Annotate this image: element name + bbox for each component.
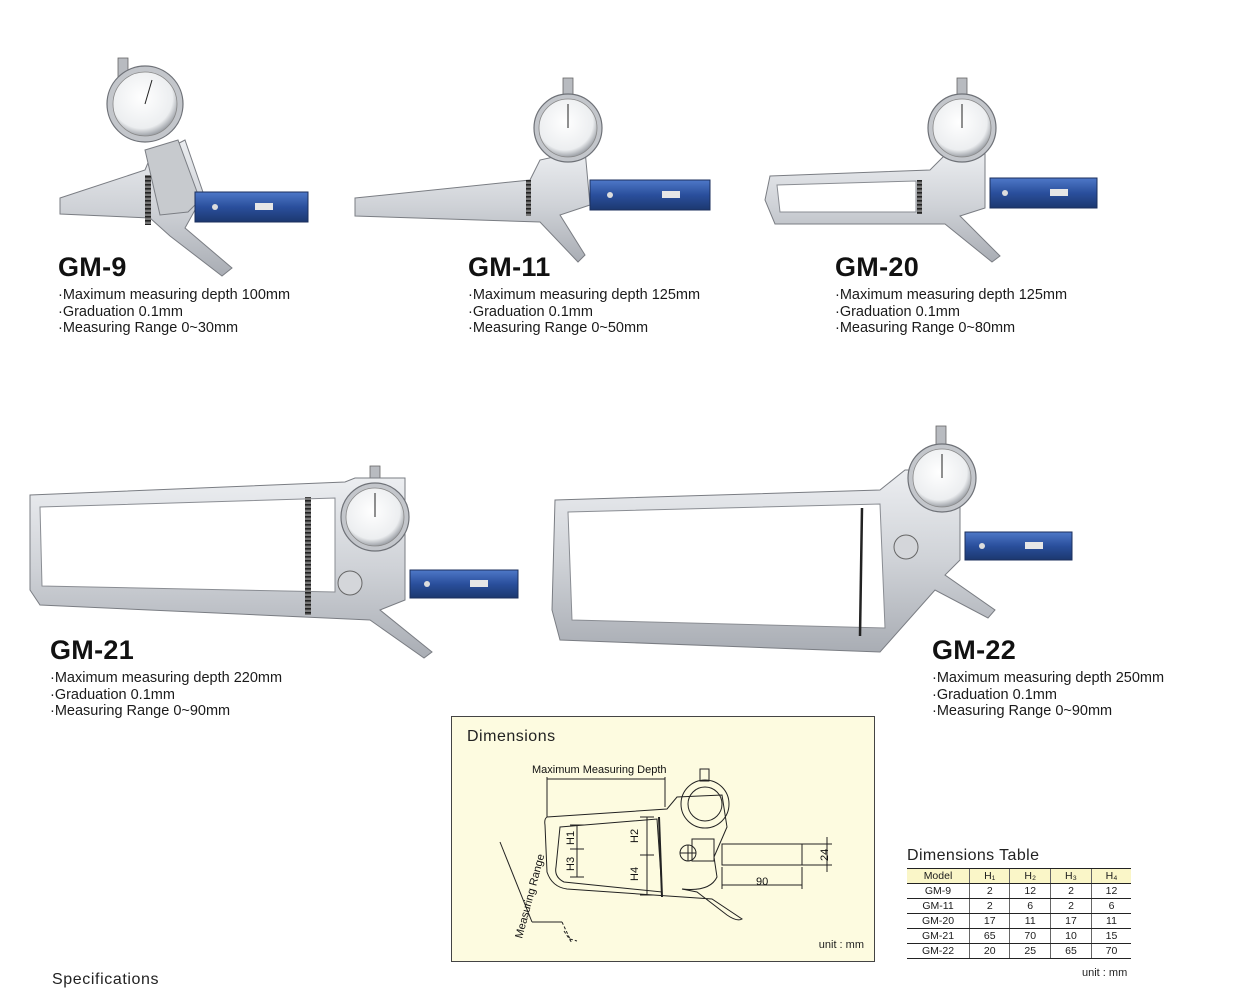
table-header-row: Model H₁ H₂ H₃ H₄ bbox=[907, 868, 1131, 884]
table-cell: 70 bbox=[1091, 943, 1131, 959]
table-cell: 6 bbox=[1091, 898, 1131, 914]
table-cell: 10 bbox=[1049, 928, 1092, 944]
spec-range: ·Measuring Range 0~90mm bbox=[50, 703, 231, 720]
table-row: GM-20 17 11 17 11 bbox=[907, 913, 1131, 929]
table-cell: 2 bbox=[1049, 883, 1092, 899]
table-cell: 20 bbox=[968, 943, 1010, 959]
table-cell: 25 bbox=[1009, 943, 1051, 959]
table-cell: GM-11 bbox=[907, 898, 970, 914]
table-row: GM-22 20 25 65 70 bbox=[907, 943, 1131, 959]
spec-graduation: ·Graduation 0.1mm bbox=[468, 303, 593, 320]
table-row: GM-11 2 6 2 6 bbox=[907, 898, 1131, 914]
table-cell: 2 bbox=[1049, 898, 1092, 914]
label-h4: H4 bbox=[629, 867, 641, 881]
spec-depth: ·Maximum measuring depth 100mm bbox=[58, 287, 291, 303]
label-measuring-range: Measuring Range bbox=[513, 853, 547, 940]
specifications-heading: Specifications bbox=[52, 971, 160, 988]
dimensions-table: Model H₁ H₂ H₃ H₄ GM-9 2 12 2 12 GM-11 2… bbox=[907, 868, 1131, 959]
product-gm20: GM-20 ·Maximum measuring depth 125mm ·Gr… bbox=[835, 252, 1067, 337]
model-name: GM-11 bbox=[468, 252, 551, 282]
label-24: 24 bbox=[819, 849, 831, 861]
spec-graduation: ·Graduation 0.1mm bbox=[50, 686, 175, 703]
dimensions-unit: unit : mm bbox=[818, 939, 864, 951]
table-cell: GM-20 bbox=[907, 913, 970, 929]
dimensions-title: Dimensions bbox=[467, 728, 556, 745]
spec-depth: ·Maximum measuring depth 220mm bbox=[50, 670, 283, 686]
table-cell: 2 bbox=[968, 883, 1010, 899]
table-header: H₂ bbox=[1009, 868, 1051, 884]
gm11-illustration bbox=[354, 77, 711, 263]
table-cell: 15 bbox=[1091, 928, 1131, 944]
table-cell: 12 bbox=[1091, 883, 1131, 899]
table-cell: 11 bbox=[1091, 913, 1131, 929]
table-header: Model bbox=[907, 868, 970, 884]
spec-graduation: ·Graduation 0.1mm bbox=[835, 303, 960, 320]
dimensions-diagram: Maximum Measuring Depth Measuring Range … bbox=[499, 764, 832, 944]
table-cell: 17 bbox=[1049, 913, 1092, 929]
table-header: H₁ bbox=[968, 868, 1010, 884]
table-cell: GM-21 bbox=[907, 928, 970, 944]
spec-range: ·Measuring Range 0~80mm bbox=[835, 320, 1016, 337]
model-name: GM-21 bbox=[50, 635, 135, 665]
model-name: GM-20 bbox=[835, 252, 920, 282]
product-gm21: GM-21 ·Maximum measuring depth 220mm ·Gr… bbox=[50, 635, 282, 720]
dimensions-table-title: Dimensions Table bbox=[907, 847, 1040, 864]
table-cell: 2 bbox=[968, 898, 1010, 914]
model-name: GM-22 bbox=[932, 635, 1017, 665]
table-cell: 12 bbox=[1009, 883, 1051, 899]
label-h1: H1 bbox=[565, 831, 577, 845]
label-h2: H2 bbox=[629, 829, 641, 843]
table-cell: 65 bbox=[968, 928, 1010, 944]
spec-range: ·Measuring Range 0~90mm bbox=[932, 703, 1113, 720]
table-row: GM-9 2 12 2 12 bbox=[907, 883, 1131, 899]
label-max-depth: Maximum Measuring Depth bbox=[532, 764, 667, 776]
table-unit: unit : mm bbox=[1082, 967, 1128, 979]
table-cell: 17 bbox=[968, 913, 1010, 929]
product-gm9: GM-9 ·Maximum measuring depth 100mm ·Gra… bbox=[58, 252, 290, 337]
gm9-illustration bbox=[59, 57, 309, 277]
table-cell: GM-22 bbox=[907, 943, 970, 959]
spec-graduation: ·Graduation 0.1mm bbox=[58, 303, 183, 320]
model-name: GM-9 bbox=[58, 252, 127, 282]
spec-depth: ·Maximum measuring depth 125mm bbox=[468, 287, 701, 303]
spec-depth: ·Maximum measuring depth 125mm bbox=[835, 287, 1068, 303]
label-h3: H3 bbox=[565, 857, 577, 871]
gauge-illustrations bbox=[29, 57, 1098, 659]
product-gm11: GM-11 ·Maximum measuring depth 125mm ·Gr… bbox=[468, 252, 700, 337]
gm22-illustration bbox=[551, 425, 1073, 653]
table-header: H₄ bbox=[1091, 868, 1131, 884]
table-cell: 11 bbox=[1009, 913, 1051, 929]
table-cell: GM-9 bbox=[907, 883, 970, 899]
label-90: 90 bbox=[756, 876, 768, 888]
table-header: H₃ bbox=[1049, 868, 1092, 884]
spec-depth: ·Maximum measuring depth 250mm bbox=[932, 670, 1165, 686]
spec-range: ·Measuring Range 0~50mm bbox=[468, 320, 649, 337]
table-cell: 70 bbox=[1009, 928, 1051, 944]
table-cell: 65 bbox=[1049, 943, 1092, 959]
table-cell: 6 bbox=[1009, 898, 1051, 914]
dimensions-panel: Dimensions bbox=[451, 716, 875, 962]
table-row: GM-21 65 70 10 15 bbox=[907, 928, 1131, 944]
gm21-illustration bbox=[29, 465, 519, 659]
gm20-illustration bbox=[764, 77, 1098, 263]
spec-range: ·Measuring Range 0~30mm bbox=[58, 320, 239, 337]
product-gm22: GM-22 ·Maximum measuring depth 250mm ·Gr… bbox=[932, 635, 1164, 720]
spec-graduation: ·Graduation 0.1mm bbox=[932, 686, 1057, 703]
